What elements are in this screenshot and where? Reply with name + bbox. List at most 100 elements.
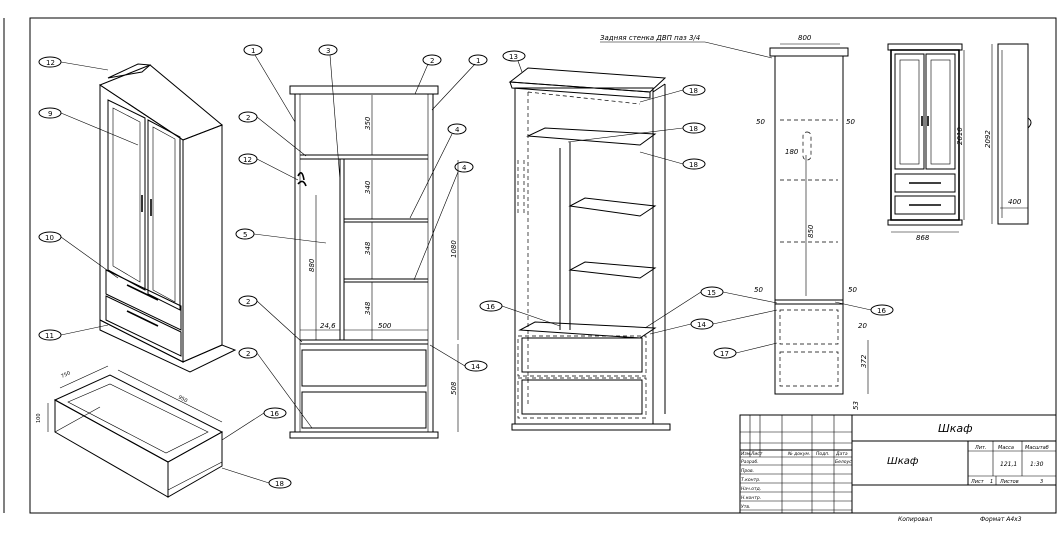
leader-line (567, 127, 684, 143)
callout-15: 15 (644, 286, 778, 329)
callout-12-b: 13 (502, 50, 526, 73)
callout-16-c: 16 (834, 301, 894, 316)
dim-508: 508 (450, 381, 458, 395)
callout-2-b: 2 (238, 111, 307, 157)
callout-14-b: 14 (649, 309, 778, 335)
callout-number: 14 (471, 363, 480, 371)
side-section-view: 800 50 50 180 850 50 50 20 372 53 (754, 34, 869, 410)
callout-5: 5 (235, 228, 327, 244)
hdr-date: Дата (835, 451, 848, 457)
leader-line (60, 236, 119, 279)
dim-50-b: 50 (846, 118, 855, 126)
title-block: Шкаф Шкаф Изм. Лист № докум. Подп. Дата … (739, 414, 1057, 514)
perspective-view (508, 67, 671, 431)
callout-13: 12 (238, 153, 299, 181)
callout-number: 18 (275, 480, 284, 488)
leader-line (60, 324, 109, 336)
callout-number: 9 (48, 110, 52, 118)
back-wall-note: Задняя стенка ДВП паз 3/4 (600, 34, 700, 42)
dim-350: 350 (364, 116, 372, 130)
callout-number: 16 (486, 303, 495, 311)
dim-drawer-length: 950 (177, 394, 188, 404)
dim-500: 500 (378, 322, 392, 330)
callout-number: 2 (246, 114, 250, 122)
leader-line (735, 342, 778, 354)
callout-number: 12 (243, 156, 252, 164)
leader-line (256, 158, 299, 181)
callout-number: 15 (707, 289, 716, 297)
leader-line (649, 323, 692, 335)
callout-bubble (243, 44, 263, 56)
leader-line (256, 300, 303, 343)
callout-16-b: 16 (479, 300, 561, 327)
sheets-value: 3 (1040, 479, 1043, 485)
leader-line (254, 54, 296, 123)
callout-4-a: 4 (409, 123, 467, 219)
role-razrab: Разраб. (741, 459, 759, 465)
callout-number: 10 (45, 234, 54, 242)
dim-50-a: 50 (756, 118, 765, 126)
callout-number: 2 (246, 350, 250, 358)
callout-1-a: 1 (243, 44, 296, 123)
role-prov: Пров. (741, 468, 754, 474)
copied-label: Копировал (898, 516, 932, 523)
callout-bubble (502, 50, 526, 62)
callout-number: 1 (476, 57, 480, 65)
callout-18-a: 18 (639, 84, 706, 103)
callout-16-a: 16 (221, 407, 287, 441)
callout-number: 13 (509, 53, 518, 61)
leader-line (329, 54, 341, 181)
leader-line (517, 60, 523, 73)
leader-line (712, 309, 778, 325)
drawing-frame (29, 17, 1057, 514)
callout-number: 18 (689, 87, 698, 95)
dim-850: 850 (807, 224, 815, 238)
leader-line (60, 61, 109, 71)
title-big: Шкаф (938, 422, 973, 435)
callout-2-d: 2 (238, 347, 313, 429)
hdr-list: Лист (750, 451, 763, 457)
leader-line (221, 412, 265, 441)
callout-14-a: 14 (429, 344, 488, 372)
leader-line (644, 291, 702, 329)
callout-number: 12 (46, 59, 55, 67)
leader-line (409, 133, 453, 219)
dim-400: 400 (1008, 198, 1022, 206)
dim-180: 180 (785, 148, 799, 156)
dim-50-d: 50 (848, 286, 857, 294)
leader-line (60, 112, 139, 146)
callout-number: 11 (45, 332, 54, 340)
callout-10: 10 (38, 231, 119, 279)
scale-value: 1:30 (1030, 461, 1044, 468)
hdr-sign: Подп. (816, 451, 830, 457)
leader-line (722, 291, 778, 304)
callout-number: 2 (430, 57, 434, 65)
callout-number: 16 (270, 410, 279, 418)
callout-2-c: 2 (238, 295, 303, 343)
callout-number: 17 (720, 350, 729, 358)
dim-drawer-height: 100 (36, 413, 42, 423)
iso-wardrobe (98, 63, 237, 373)
leader-line (413, 171, 459, 281)
role-nachotd: Нач.отд. (741, 486, 761, 492)
callout-number: 4 (462, 164, 467, 172)
mass-label: Масса (998, 445, 1014, 451)
callout-17-b: 17 (713, 342, 778, 359)
front-section-view: 350 340 348 348 880 1080 24,6 500 508 (289, 85, 459, 439)
leader-line (639, 151, 684, 165)
side-view: 2092 400 (984, 43, 1032, 225)
lit-label: Лит. (974, 445, 987, 451)
callout-bubble (422, 54, 442, 66)
callout-18-c: 18 (639, 151, 706, 170)
sheets-label: Листов (999, 479, 1019, 485)
dim-50-c: 50 (754, 286, 763, 294)
hdr-doc: № докум. (787, 451, 810, 457)
callout-bubble (454, 161, 474, 173)
dim-1080: 1080 (450, 240, 458, 258)
leader-line (221, 467, 270, 484)
leader-line (253, 233, 327, 244)
callout-number: 18 (689, 161, 698, 169)
front-view: 2010 868 (887, 43, 965, 242)
leader-line (431, 63, 476, 111)
